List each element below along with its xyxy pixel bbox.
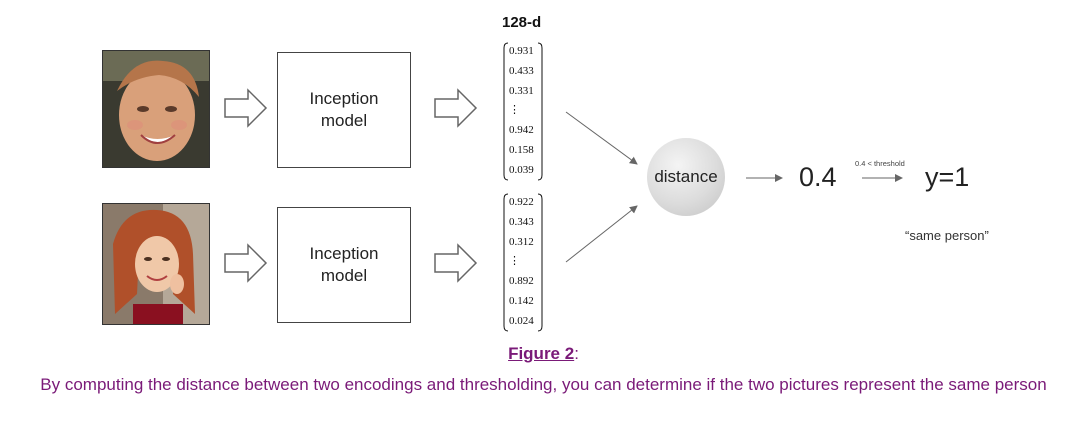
prediction-note: “same person” bbox=[905, 228, 989, 243]
hollow-arrow-icon bbox=[224, 243, 268, 283]
vector-dim-header: 128-d bbox=[502, 14, 542, 31]
inception-model-box-1: Inception model bbox=[277, 52, 411, 168]
vector-value: 0.892 bbox=[509, 275, 534, 288]
threshold-label: 0.4 < threshold bbox=[855, 159, 905, 168]
hollow-arrow-icon bbox=[434, 243, 478, 283]
model-label-line1: Inception bbox=[309, 244, 379, 263]
vector-ellipsis: ⋮ bbox=[509, 104, 520, 117]
inception-model-box-2: Inception model bbox=[277, 207, 411, 323]
figure-caption-title: Figure 2: bbox=[0, 344, 1087, 364]
distance-label: distance bbox=[654, 167, 718, 186]
vector-value: 0.931 bbox=[509, 45, 534, 57]
model-label-line2: model bbox=[320, 266, 368, 285]
face-photo-2 bbox=[102, 203, 210, 325]
distance-value: 0.4 bbox=[799, 162, 837, 192]
hollow-arrow-icon bbox=[434, 88, 478, 128]
figure-number: Figure 2 bbox=[508, 344, 575, 363]
arrow-vector2-to-distance bbox=[565, 205, 638, 263]
vector-value: 0.922 bbox=[509, 196, 534, 208]
vector-value: 0.942 bbox=[509, 124, 534, 137]
vector-value: 0.024 bbox=[509, 314, 534, 327]
vector-value: 0.331 bbox=[509, 84, 534, 97]
figure-colon: : bbox=[574, 344, 579, 363]
distance-node: distance bbox=[647, 138, 725, 216]
vector-ellipsis: ⋮ bbox=[509, 255, 520, 268]
prediction-value: y=1 bbox=[925, 162, 970, 192]
encoding-vector-2: 0.922 0.343 0.312 ⋮ 0.892 0.142 0.024 bbox=[503, 193, 543, 332]
hollow-arrow-icon bbox=[224, 88, 268, 128]
vector-value: 0.142 bbox=[509, 294, 534, 307]
face-photo-1 bbox=[102, 50, 210, 168]
vector-value: 0.039 bbox=[509, 163, 534, 176]
vector-value: 0.312 bbox=[509, 235, 534, 248]
vector-value: 0.433 bbox=[509, 64, 534, 77]
model-label-line1: Inception bbox=[309, 89, 379, 108]
vector-value: 0.343 bbox=[509, 215, 534, 228]
model-label-line2: model bbox=[320, 111, 368, 130]
figure-caption-body: By computing the distance between two en… bbox=[40, 375, 1047, 394]
vector-value: 0.158 bbox=[509, 143, 534, 156]
arrow-vector1-to-distance bbox=[565, 111, 638, 165]
encoding-vector-1: 0.931 0.433 0.331 ⋮ 0.942 0.158 0.039 bbox=[503, 42, 543, 181]
